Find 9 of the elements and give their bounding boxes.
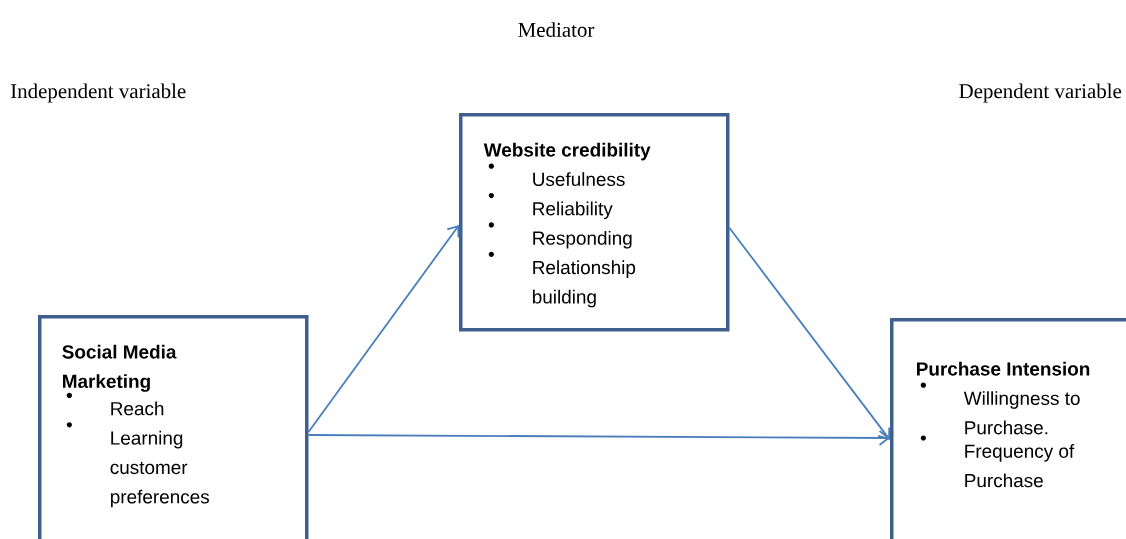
variable-heading: Mediator <box>518 22 595 37</box>
variable-box: Purchase Intension Willingness to Purchase. Frequency of Purchase <box>890 318 1126 539</box>
arrow <box>307 225 460 433</box>
arrow <box>307 430 890 446</box>
variable-box: Social Media Marketing Reach Learning customer preferences <box>38 315 309 539</box>
arrow <box>728 227 891 440</box>
variable-heading: Independent variable <box>10 83 186 103</box>
variable-heading: Dependent variable <box>959 83 1122 103</box>
variable-box: Website credibility Usefulness Reliability Responding Relationship building <box>459 113 730 332</box>
